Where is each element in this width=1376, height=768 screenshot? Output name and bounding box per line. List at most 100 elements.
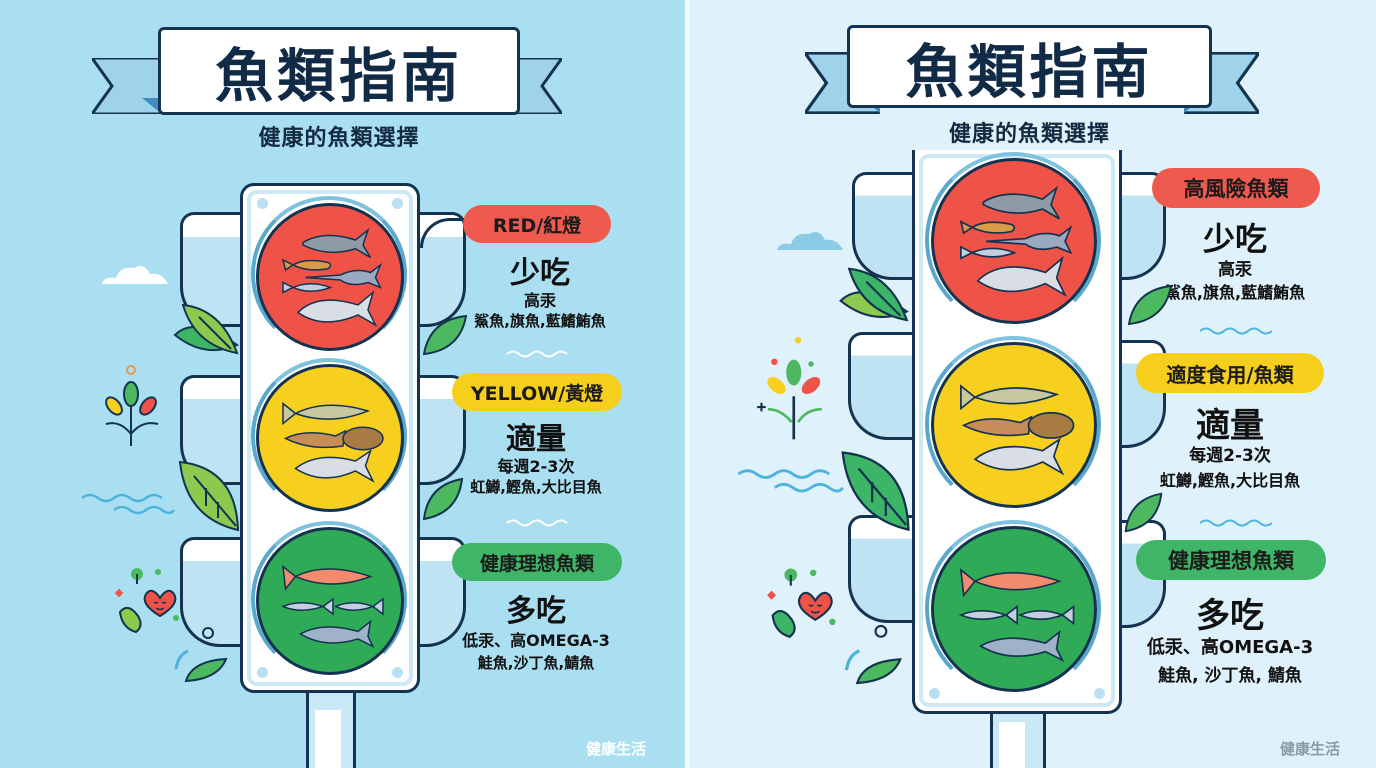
visor-left-3 (848, 515, 914, 623)
leaf-icon (420, 475, 465, 523)
leaf-icon (165, 295, 240, 365)
trout-icon (959, 383, 1059, 410)
shark-icon (982, 185, 1060, 220)
red-light-label: RED/紅燈 (463, 205, 611, 243)
yellow-light-label: YELLOW/黃燈 (452, 373, 622, 411)
green-light-label: 健康理想魚類 (1136, 540, 1326, 580)
leaf-icon (830, 258, 910, 333)
sardine-icon (958, 604, 1018, 625)
wave-icon (1198, 320, 1274, 339)
salmon-icon (283, 429, 346, 448)
red-light (931, 158, 1097, 324)
snapper-icon (281, 258, 331, 271)
traffic-light-pole (306, 690, 356, 768)
halibut-icon (1027, 411, 1074, 439)
ribbon-tail-left (89, 56, 164, 116)
subtitle: 健康的魚類選擇 (258, 126, 420, 151)
green-fish-list: 鮭魚, 沙丁魚, 鯖魚 (1158, 666, 1302, 686)
red-advice: 少吃 (1202, 220, 1267, 258)
yellow-note: 每週2-3次 (497, 457, 575, 476)
panel-divider (685, 0, 690, 768)
visor-left-1 (852, 172, 914, 280)
sardine-icon (1017, 604, 1074, 625)
swordfish-icon (985, 224, 1073, 254)
green-light (931, 526, 1097, 692)
salmon-icon (281, 564, 373, 591)
shark-icon (301, 227, 371, 258)
leaf-icon (1125, 280, 1175, 330)
moderate-fish-icons (281, 401, 384, 483)
red-note: 高汞 (523, 291, 556, 310)
high-mercury-fish-icons (959, 185, 1073, 297)
tuna-icon (976, 255, 1067, 297)
green-light (256, 527, 404, 675)
green-note: 低汞、高OMEGA-3 (1146, 637, 1314, 658)
title-banner: 魚類指南 (158, 27, 520, 115)
wave-icon (80, 490, 176, 520)
salmon-icon (961, 415, 1032, 436)
green-fish-list: 鮭魚,沙丁魚,鯖魚 (477, 654, 595, 672)
tuna-icon (296, 289, 377, 327)
moderate-fish-icons (959, 383, 1074, 475)
tuna-icon (973, 437, 1064, 475)
yellow-light (931, 342, 1097, 508)
leaf-icon (1118, 490, 1168, 535)
red-note: 高汞 (1218, 260, 1252, 280)
sardine-icon (281, 280, 333, 294)
snapper-icon (959, 219, 1015, 234)
heart-plant-icon (762, 560, 842, 640)
wave-icon (505, 512, 573, 531)
tuna-icon (293, 448, 375, 483)
leaf-icon (840, 620, 910, 690)
wave-icon (735, 465, 845, 499)
infographic-panel-right: 魚類指南 健康的魚類選擇 (690, 0, 1376, 768)
green-note: 低汞、高OMEGA-3 (462, 631, 610, 650)
traffic-light-pole (990, 712, 1046, 768)
leaf-icon (835, 448, 915, 533)
green-advice: 多吃 (506, 594, 566, 629)
yellow-advice: 適量 (1196, 406, 1264, 446)
footer-brand: 健康生活 (586, 740, 647, 758)
halibut-icon (341, 425, 384, 450)
heart-plant-icon (110, 560, 185, 635)
wave-icon (505, 343, 573, 362)
salmon-icon (959, 567, 1062, 598)
cloud-icon (770, 228, 850, 252)
sardine-icon (959, 245, 1017, 260)
leaf-icon (176, 458, 241, 533)
red-advice: 少吃 (510, 256, 570, 291)
high-mercury-fish-icons (281, 227, 382, 327)
footer-brand: 健康生活 (1280, 740, 1341, 758)
yellow-note: 每週2-3次 (1189, 446, 1271, 466)
red-fish-list: 鯊魚,旗魚,藍鰭鮪魚 (1164, 283, 1306, 302)
mackerel-icon (298, 619, 375, 648)
green-advice: 多吃 (1196, 596, 1264, 636)
yellow-fish-list: 虹鱒,鰹魚,大比目魚 (1159, 471, 1301, 490)
page-title: 魚類指南 (905, 37, 1154, 106)
page-title: 魚類指南 (214, 42, 463, 110)
yellow-advice: 適量 (506, 422, 566, 457)
green-light-label: 健康理想魚類 (452, 543, 622, 581)
mackerel-icon (978, 629, 1064, 662)
yellow-fish-list: 虹鱒,鰹魚,大比目魚 (470, 478, 602, 496)
wave-icon (1198, 512, 1274, 531)
sprout-icon (755, 328, 825, 443)
visor-left-2 (848, 332, 914, 440)
subtitle: 健康的魚類選擇 (948, 122, 1110, 147)
red-light-label: 高風險魚類 (1152, 168, 1320, 208)
trout-icon (281, 401, 370, 425)
sardine-icon (333, 596, 384, 615)
infographic-panel-left: 魚類指南 健康的魚類選擇 (0, 0, 685, 768)
swordfish-icon (304, 262, 382, 289)
cloud-icon (100, 262, 170, 286)
yellow-light-label: 適度食用/魚類 (1136, 353, 1324, 393)
leaf-icon (170, 625, 235, 685)
healthy-fish-icons (280, 564, 384, 648)
title-banner: 魚類指南 (847, 25, 1212, 108)
red-light (256, 203, 404, 351)
yellow-light (256, 364, 404, 512)
sardine-icon (280, 596, 334, 615)
red-fish-list: 鯊魚,旗魚,藍鰭鮪魚 (474, 312, 606, 330)
sprout-icon (100, 360, 165, 450)
healthy-fish-icons (958, 567, 1074, 662)
